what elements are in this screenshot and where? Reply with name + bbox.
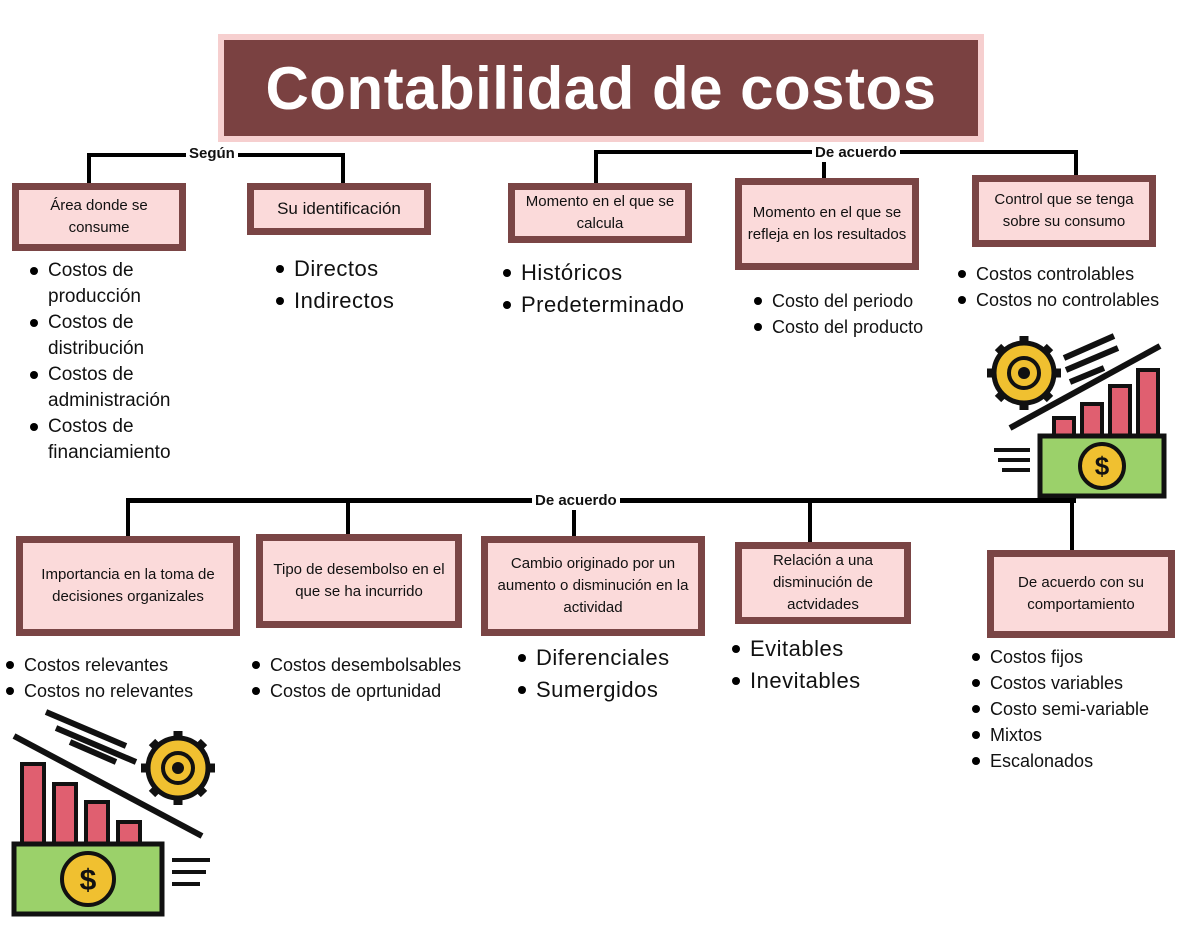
connector-line [1070, 498, 1074, 552]
list-item: Costos de producción [24, 258, 184, 310]
list-item: Directos [270, 253, 450, 285]
category-box-identificacion: Su identificación [247, 183, 431, 235]
list-item: Sumergidos [512, 674, 732, 706]
category-label: Momento en el que se refleja en los resu… [747, 204, 907, 243]
list-item: Costos de financiamiento [24, 414, 184, 466]
list-item: Costos fijos [966, 644, 1196, 670]
list-item: Costo del periodo [748, 288, 968, 314]
list-identificacion: Directos Indirectos [270, 253, 450, 317]
list-item: Predeterminado [497, 289, 737, 321]
category-label: Momento en el que se calcula [525, 193, 675, 232]
connector-line [822, 150, 826, 184]
list-item: Costos controlables [952, 261, 1198, 287]
category-label: De acuerdo con su comportamiento [1018, 574, 1144, 613]
connector-line [1074, 150, 1078, 180]
category-box-control: Control que se tenga sobre su consumo [972, 175, 1156, 247]
gear-icon [987, 336, 1061, 410]
connector-label-de-acuerdo-bottom: De acuerdo [532, 492, 620, 510]
category-label: Cambio originado por un aumento o dismin… [497, 555, 689, 616]
list-item: Costos desembolsables [246, 652, 500, 678]
money-decline-icon: $ [11, 709, 215, 917]
list-momento-refleja: Costo del periodo Costo del producto [748, 288, 968, 340]
category-box-relacion: Relación a una disminución de actvidades [735, 542, 911, 624]
list-comportamiento: Costos fijos Costos variables Costo semi… [966, 644, 1196, 774]
list-item: Costos de distribución [24, 310, 184, 362]
category-label: Tipo de desembolso en el que se ha incur… [273, 561, 445, 600]
connector-line [126, 498, 130, 540]
list-item: Inevitables [726, 665, 926, 697]
list-momento-calcula: Históricos Predeterminado [497, 257, 737, 321]
list-relacion: Evitables Inevitables [726, 633, 926, 697]
list-item: Evitables [726, 633, 926, 665]
list-desembolso: Costos desembolsables Costos de oprtunid… [246, 652, 500, 704]
category-box-cambio: Cambio originado por un aumento o dismin… [481, 536, 705, 636]
list-item: Costos no controlables [952, 287, 1198, 313]
gear-icon [141, 731, 215, 805]
list-item: Costo del producto [748, 314, 968, 340]
list-item: Costos de administración [24, 362, 184, 414]
category-label: Relación a una disminución de actvidades [772, 552, 874, 613]
list-item: Escalonados [966, 748, 1196, 774]
category-label: Área donde se consume [50, 197, 148, 236]
category-label: Su identificación [277, 199, 401, 218]
connector-line [341, 153, 345, 189]
category-box-desembolso: Tipo de desembolso en el que se ha incur… [256, 534, 462, 628]
category-box-importancia: Importancia en la toma de decisiones org… [16, 536, 240, 636]
list-item: Indirectos [270, 285, 450, 317]
list-item: Costos de oprtunidad [246, 678, 500, 704]
category-box-momento-refleja: Momento en el que se refleja en los resu… [735, 178, 919, 270]
category-label: Importancia en la toma de decisiones org… [41, 566, 215, 605]
list-cambio: Diferenciales Sumergidos [512, 642, 732, 706]
connector-label-de-acuerdo: De acuerdo [812, 144, 900, 162]
list-item: Costos relevantes [0, 652, 250, 678]
list-control: Costos controlables Costos no controlabl… [952, 261, 1198, 313]
category-label: Control que se tenga sobre su consumo [994, 191, 1134, 230]
list-item: Costos no relevantes [0, 678, 250, 704]
svg-text:$: $ [1095, 451, 1110, 481]
connector-line [87, 153, 91, 189]
connector-line [594, 150, 598, 188]
list-item: Costo semi-variable [966, 696, 1196, 722]
money-growth-icon: $ [987, 333, 1167, 499]
category-box-comportamiento: De acuerdo con su comportamiento [987, 550, 1175, 638]
connector-line [572, 498, 576, 540]
list-importancia: Costos relevantes Costos no relevantes [0, 652, 250, 704]
page-title: Contabilidad de costos [224, 40, 978, 136]
list-item: Mixtos [966, 722, 1196, 748]
connector-line [346, 498, 350, 540]
category-box-momento-calcula: Momento en el que se calcula [508, 183, 692, 243]
svg-text:$: $ [80, 864, 97, 897]
list-area: Costos de producción Costos de distribuc… [24, 258, 184, 466]
list-item: Históricos [497, 257, 737, 289]
list-item: Costos variables [966, 670, 1196, 696]
category-box-area: Área donde se consume [12, 183, 186, 251]
connector-label-segun: Según [186, 145, 238, 163]
connector-line [808, 498, 812, 542]
list-item: Diferenciales [512, 642, 732, 674]
